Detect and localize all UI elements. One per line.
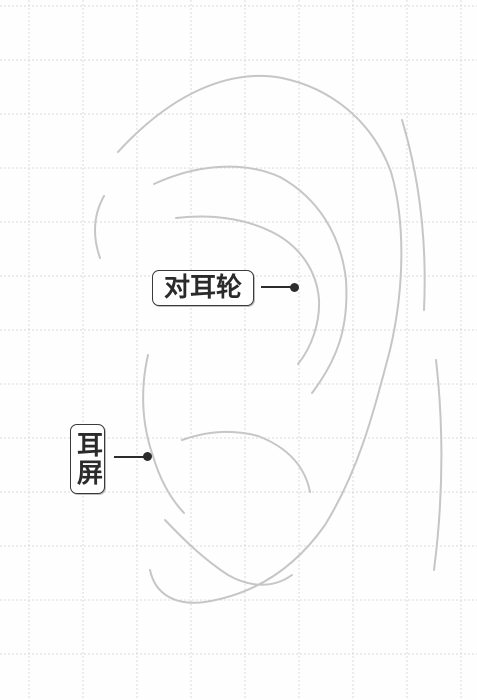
- tragus-label: 耳屏: [70, 424, 105, 494]
- inner-helix-stroke: [153, 165, 348, 394]
- earlobe-stroke: [164, 519, 293, 586]
- pencil-sketch-ear: [94, 74, 443, 604]
- tragus-leader-line: [114, 456, 146, 458]
- faint-stroke-b: [401, 119, 426, 311]
- antihelix-label: 对耳轮: [152, 270, 254, 306]
- antihelix-leader-line: [261, 286, 294, 288]
- antihelix-leader-dot: [290, 283, 299, 292]
- tragus-stroke: [142, 354, 185, 514]
- faint-stroke-a: [94, 195, 105, 259]
- concha-stroke: [175, 215, 321, 365]
- lower-curve-stroke: [181, 430, 311, 493]
- faint-stroke-c: [433, 359, 443, 571]
- tragus-leader-dot: [143, 452, 152, 461]
- outer-helix-stroke: [117, 74, 403, 604]
